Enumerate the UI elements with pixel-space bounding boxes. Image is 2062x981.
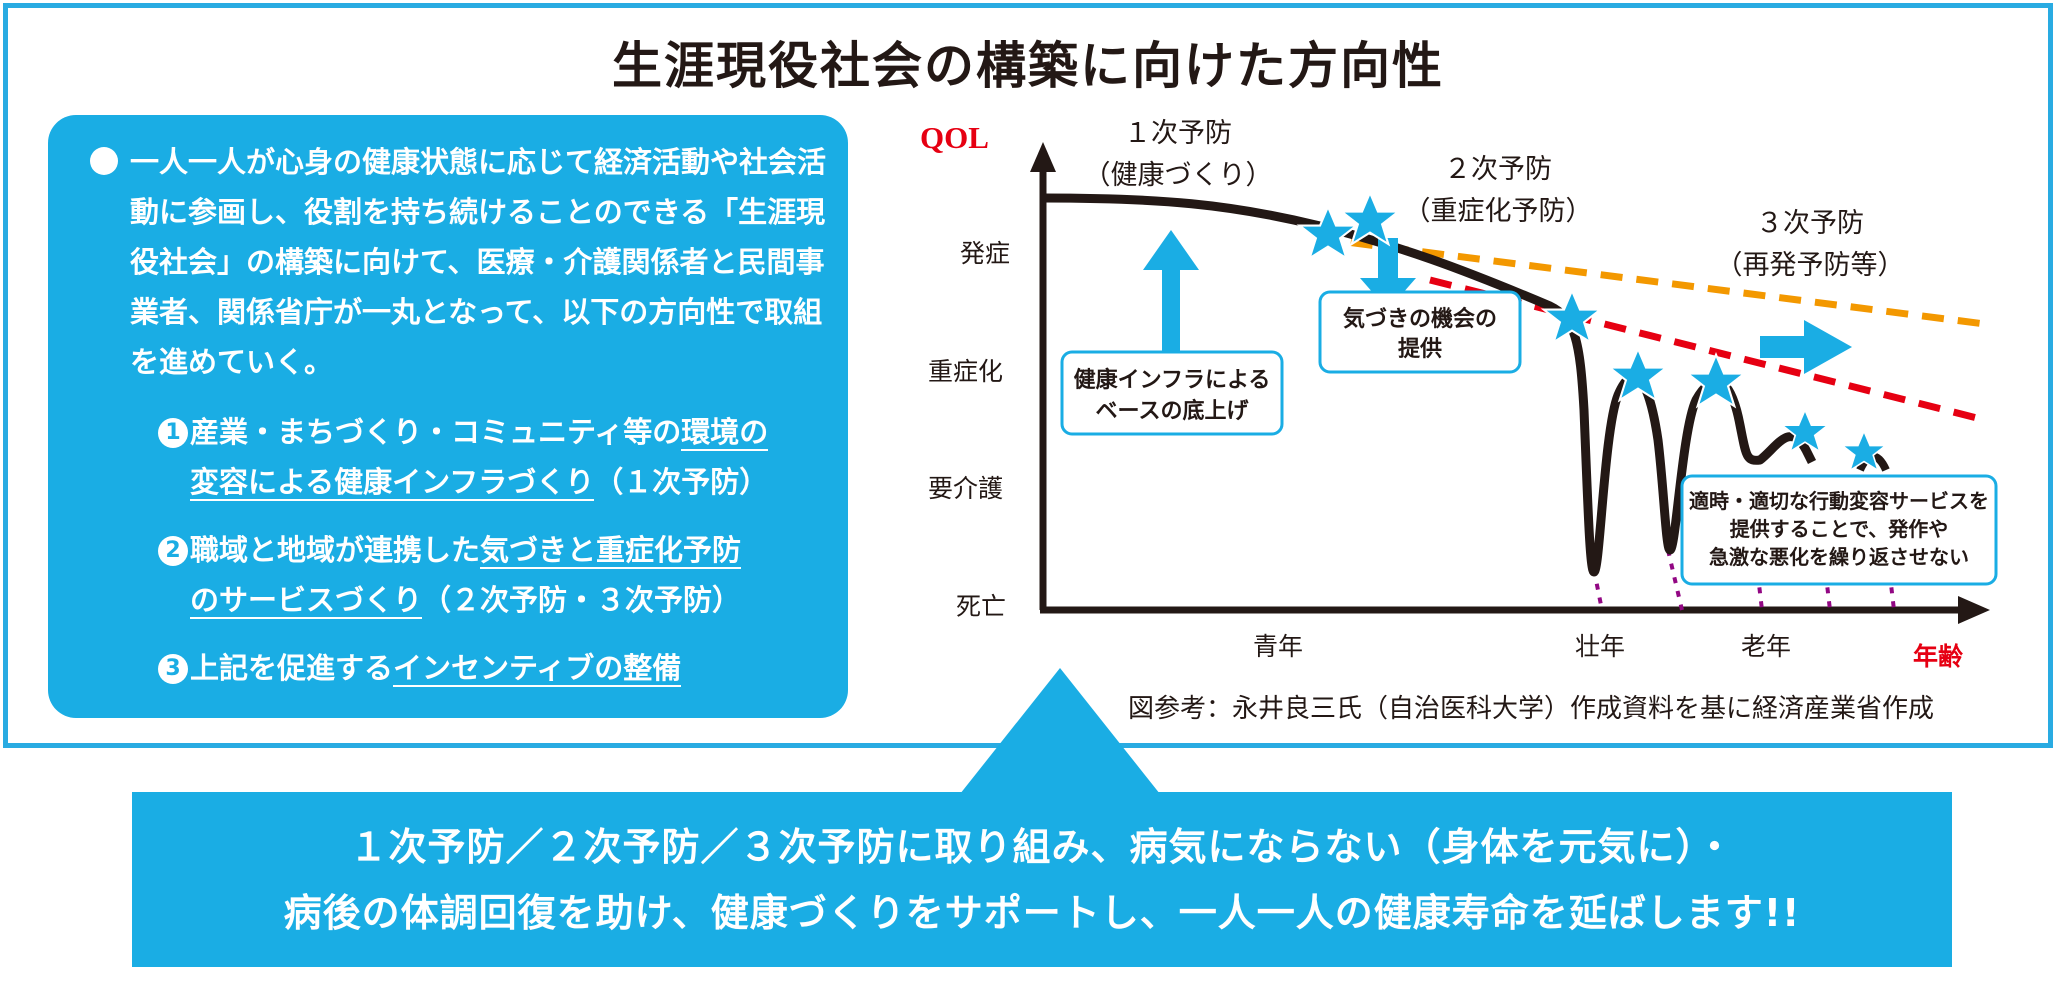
phase-3-label: ３次予防 [1756,208,1864,239]
number-3-icon: 3 [158,654,188,684]
summary-line-2: 病後の体調回復を助け、健康づくりをサポートし、一人一人の健康寿命を延ばします!! [283,891,1801,935]
item-1-highlight-cont: 変容による健康インフラづくり [190,465,595,501]
phase-1-label: １次予防 [1124,118,1232,149]
direction-panel: 一人一人が心身の健康状態に応じて経済活動や社会活動に参画し、役割を持ち続けること… [48,115,848,718]
item-3-highlight: インセンティブの整備 [393,651,682,687]
item-2-highlight-cont: のサービスづくり [190,583,423,619]
item-1-phase: （１次予防） [594,465,769,499]
services-callout-line3: 急激な悪化を繰り返させない [1709,545,1969,569]
item-2-text: 職域と地域が連携した [190,533,481,567]
x-stage-prime: 壮年 [1575,632,1625,661]
page-title: 生涯現役社会の構築に向けた方向性 [612,37,1444,95]
infra-up-arrow-icon [1143,230,1199,270]
right-arrow-icon [1804,320,1852,374]
y-axis-label: QOL [920,120,989,155]
awareness-arrow-shaft [1378,238,1398,288]
x-axis-arrow-icon [1958,596,1990,624]
phase-3-sublabel: （再発予防等） [1716,250,1905,281]
y-level-severe: 重症化 [928,357,1003,386]
summary-line-1: １次予防／２次予防／３次予防に取り組み、病気にならない（身体を元気に）・ [349,825,1735,869]
infra-callout-line2: ベースの底上げ [1096,398,1250,424]
item-1-highlight: 環境の [681,415,769,451]
x-stage-youth: 青年 [1253,632,1303,661]
y-level-death: 死亡 [956,592,1006,621]
item-2-phase: （２次予防・３次予防） [422,583,742,617]
callout-pointer [960,668,1160,794]
number-2-icon: 2 [158,536,188,566]
awareness-callout-line1: 気づきの機会の [1343,306,1497,332]
number-1-icon: 1 [158,418,188,448]
red-dashed-line [1429,276,1986,424]
orange-dashed-line [1314,234,1986,328]
item-2-highlight: 気づきと重症化予防 [480,533,742,569]
source-credit: 図参考：永井良三氏（自治医科大学）作成資料を基に経済産業省作成 [1128,694,1935,724]
services-callout-line2: 提供することで、発作や [1730,517,1949,541]
phase-2-label: ２次予防 [1444,154,1552,185]
x-axis-label: 年齢 [1913,642,1963,671]
qol-diagram: QOL 年齢 発症 重症化 要介護 死亡 青年 壮年 老年 １次予防 （健康づく… [920,118,1998,671]
infra-callout: 健康インフラによる ベースの底上げ [1060,350,1284,436]
services-callout-line1: 適時・適切な行動変容サービスを [1689,489,1989,513]
y-level-care: 要介護 [928,474,1003,503]
right-arrow-shaft [1760,336,1810,358]
bullet-icon [90,147,118,175]
summary-band: １次予防／２次予防／３次予防に取り組み、病気にならない（身体を元気に）・ 病後の… [132,792,1952,967]
infra-callout-line1: 健康インフラによる [1074,367,1271,393]
intro-text: 一人一人が心身の健康状態に応じて経済活動や社会活動に参画し、役割を持ち続けること… [130,145,827,379]
services-callout: 適時・適切な行動変容サービスを 提供することで、発作や 急激な悪化を繰り返させな… [1680,474,1998,586]
x-stage-old: 老年 [1741,632,1791,661]
awareness-callout: 気づきの機会の 提供 [1318,290,1522,374]
phase-1-sublabel: （健康づくり） [1084,160,1273,191]
item-3-text: 上記を促進する [190,651,394,685]
awareness-callout-line2: 提供 [1398,336,1442,362]
item-1-text: 産業・まちづくり・コミュニティ等の [190,415,682,449]
y-axis-arrow-icon [1030,142,1056,172]
infra-arrow-shaft [1162,255,1180,370]
y-level-onset: 発症 [960,239,1010,268]
phase-2-sublabel: （重症化予防） [1404,196,1593,227]
